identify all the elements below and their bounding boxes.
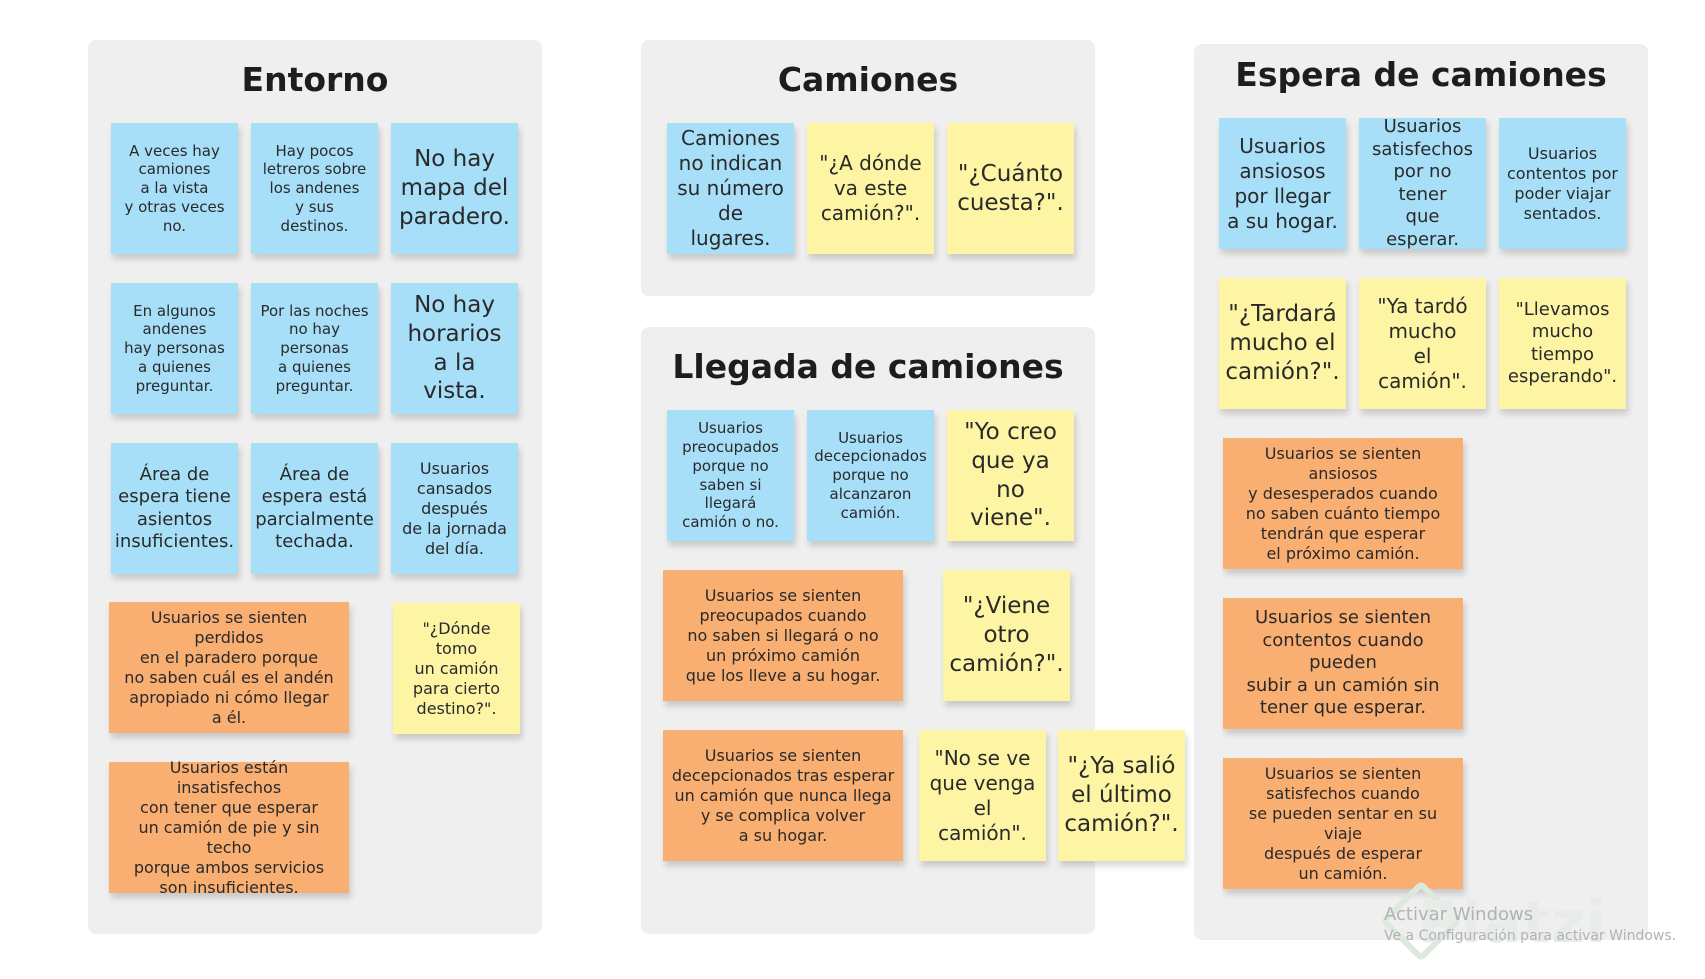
sticky-note-entorno-7[interactable]: Área de espera tiene asientos insuficien… [111,443,238,574]
sticky-note-camiones-2[interactable]: "¿A dónde va este camión?". [807,123,934,254]
sticky-note-llegada-7[interactable]: "No se ve que venga el camión". [919,730,1046,861]
sticky-note-entorno-12[interactable]: Usuarios están insatisfechos con tener q… [109,758,349,897]
frame-title-espera: Espera de camiones [1235,55,1607,94]
sticky-note-entorno-2[interactable]: Hay pocos letreros sobre los andenes y s… [251,123,378,254]
sticky-note-espera-3[interactable]: Usuarios contentos por poder viajar sent… [1499,118,1626,249]
sticky-note-entorno-6[interactable]: No hay horarios a la vista. [391,283,518,414]
sticky-note-llegada-2[interactable]: Usuarios decepcionados porque no alcanza… [807,410,934,541]
sticky-note-camiones-1[interactable]: Camiones no indican su número de lugares… [667,123,794,254]
sticky-note-entorno-11[interactable]: "¿Dónde tomo un camión para cierto desti… [393,603,520,734]
sticky-note-camiones-3[interactable]: "¿Cuánto cuesta?". [947,123,1074,254]
sticky-note-entorno-10[interactable]: Usuarios se sienten perdidos en el parad… [109,602,349,733]
sticky-note-llegada-8[interactable]: "¿Ya salió el último camión?". [1058,730,1185,861]
activate-windows-title: Activar Windows [1384,904,1534,925]
sticky-note-entorno-4[interactable]: En algunos andenes hay personas a quiene… [111,283,238,414]
sticky-note-espera-7[interactable]: Usuarios se sienten ansiosos y desespera… [1223,438,1463,569]
sticky-note-espera-5[interactable]: "Ya tardó mucho el camión". [1359,278,1486,409]
sticky-note-espera-8[interactable]: Usuarios se sienten contentos cuando pue… [1223,598,1463,729]
sticky-note-entorno-9[interactable]: Usuarios cansados después de la jornada … [391,443,518,574]
sticky-note-espera-2[interactable]: Usuarios satisfechos por no tener que es… [1359,116,1486,250]
sticky-note-entorno-5[interactable]: Por las noches no hay personas a quienes… [251,283,378,414]
platzi-logo-text: Platzi [1418,888,1607,956]
sticky-note-espera-4[interactable]: "¿Tardará mucho el camión?". [1219,278,1346,409]
sticky-note-llegada-5[interactable]: "¿Viene otro camión?". [943,570,1070,701]
sticky-note-llegada-3[interactable]: "Yo creo que ya no viene". [947,410,1074,541]
sticky-note-llegada-6[interactable]: Usuarios se sienten decepcionados tras e… [663,730,903,861]
frame-title-entorno: Entorno [241,60,389,99]
sticky-note-llegada-4[interactable]: Usuarios se sienten preocupados cuando n… [663,570,903,701]
sticky-note-entorno-8[interactable]: Área de espera está parcialmente techada… [251,443,378,574]
sticky-note-llegada-1[interactable]: Usuarios preocupados porque no saben si … [667,410,794,541]
sticky-note-entorno-1[interactable]: A veces hay camiones a la vista y otras … [111,123,238,254]
frame-title-camiones: Camiones [777,60,959,99]
sticky-note-espera-1[interactable]: Usuarios ansiosos por llegar a su hogar. [1219,118,1346,249]
sticky-note-espera-6[interactable]: "Llevamos mucho tiempo esperando". [1499,278,1626,409]
sticky-note-espera-9[interactable]: Usuarios se sienten satisfechos cuando s… [1223,758,1463,889]
sticky-note-entorno-3[interactable]: No hay mapa del paradero. [391,123,518,254]
activate-windows-subtitle: Ve a Configuración para activar Windows. [1384,928,1677,944]
frame-title-llegada: Llegada de camiones [672,347,1064,386]
